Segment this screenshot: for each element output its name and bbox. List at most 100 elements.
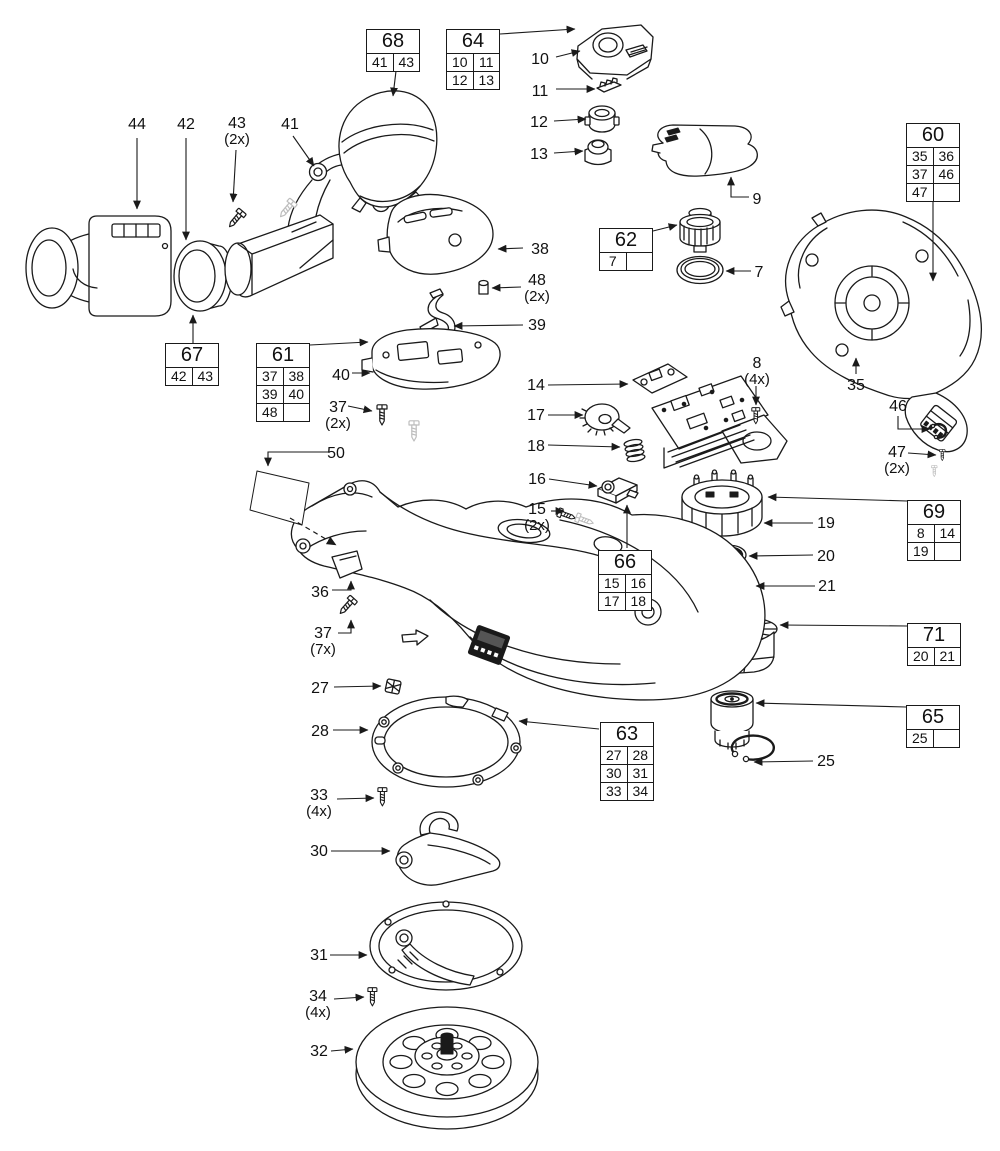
ref-box-cell: 8 [908,525,935,542]
part-label-15: 15 (2x) [524,501,550,534]
part-9-paddle-cover-drawing [651,124,758,177]
ref-box-cell: 13 [478,72,495,88]
part-label-25: 25 [817,753,835,770]
part-number: 31 [310,947,328,964]
part-quantity: (4x) [306,803,332,821]
main-body-drawing [290,480,766,701]
ref-box-row: 7 [600,252,652,270]
part-25-circlip-drawing [730,734,775,763]
part-number: 41 [281,116,299,133]
part-number: 13 [530,146,548,163]
part-17-thumbwheel-drawing [579,403,631,436]
part-number: 37 [329,399,347,416]
ref-box-cell: 17 [599,593,626,610]
part-62-knob-drawing [679,207,721,253]
part-label-34: 34 (4x) [305,988,331,1021]
ref-box-cell: 21 [939,648,956,664]
ref-box-title: 65 [921,706,945,728]
part-label-27: 27 [311,680,329,697]
part-number: 28 [311,723,329,740]
part-number: 38 [531,241,549,258]
ref-box-title: 61 [271,344,295,366]
ref-box-row: 48 [257,403,309,421]
part-27-nut-drawing [384,678,402,695]
part-label-21: 21 [818,578,836,595]
part-13-button-drawing [584,139,612,166]
ref-box-62: 62 7 [599,228,653,271]
part-42-adapter-ring-drawing [173,240,233,312]
part-label-40: 40 [332,367,350,384]
part-label-31: 31 [310,947,328,964]
part-10-dial-module-drawing [576,24,654,80]
ref-box-65: 65 25 [906,705,960,748]
part-label-9: 9 [753,191,762,208]
ref-box-cell: 37 [907,166,934,183]
ref-box-title: 64 [461,30,485,52]
part-number: 7 [754,264,764,281]
screw-43-ghost-icon [276,197,298,221]
part-label-36: 36 [311,584,329,601]
part-65-clutch-canister-drawing [710,690,754,750]
ref-box-cell: 37 [257,368,284,385]
ref-box-grid: 7 [600,252,652,270]
part-label-19: 19 [817,515,835,532]
part-number: 46 [889,398,907,415]
part-number: 17 [527,407,545,424]
part-quantity: (2x) [524,517,550,535]
ref-box-cell: 14 [939,525,956,541]
screw-47-icon [939,449,946,461]
ref-box-title: 68 [381,30,405,52]
ref-box-cell [935,543,961,560]
ref-box-cell: 15 [599,575,626,592]
ref-box-cell: 10 [447,54,474,71]
part-number: 37 [314,625,332,642]
part-40-bottom-cover-drawing [361,328,501,390]
part-number: 12 [530,114,548,131]
part-7-seal-ring-drawing [676,255,724,285]
part-11-contact-strip-drawing [596,77,622,93]
part-label-18: 18 [527,438,545,455]
ref-box-cell: 35 [907,148,934,165]
part-number: 10 [531,51,549,68]
part-quantity: (2x) [224,131,250,149]
part-18-spring-drawing [623,438,646,463]
ref-box-cell: 33 [601,783,628,800]
ref-box-cell [934,184,960,201]
part-31-brake-ring-drawing [369,900,523,991]
part-16-switch-drawing [597,477,639,504]
part-38-cover-drawing [377,193,494,275]
part-label-28: 28 [311,723,329,740]
part-quantity: (4x) [744,371,770,389]
part-quantity: (7x) [310,641,336,659]
ref-box-title: 60 [921,124,945,146]
part-quantity: (2x) [325,415,351,433]
ref-box-cell: 36 [938,148,955,164]
leader-lines [133,25,937,1054]
part-label-20: 20 [817,548,835,565]
ref-box-cell: 25 [907,730,934,747]
ref-box-cell: 27 [601,747,628,764]
part-48-pin-drawing [478,279,489,295]
ref-box-cell: 43 [197,368,214,384]
part-label-11: 11 [532,83,549,100]
part-number: 33 [310,787,328,804]
ref-box-title: 66 [613,551,637,573]
screw-37b-icon [335,594,359,618]
part-44-dust-box-drawing [25,215,172,317]
part-label-37a: 37 (2x) [325,399,351,432]
screw-33-icon [377,787,388,807]
